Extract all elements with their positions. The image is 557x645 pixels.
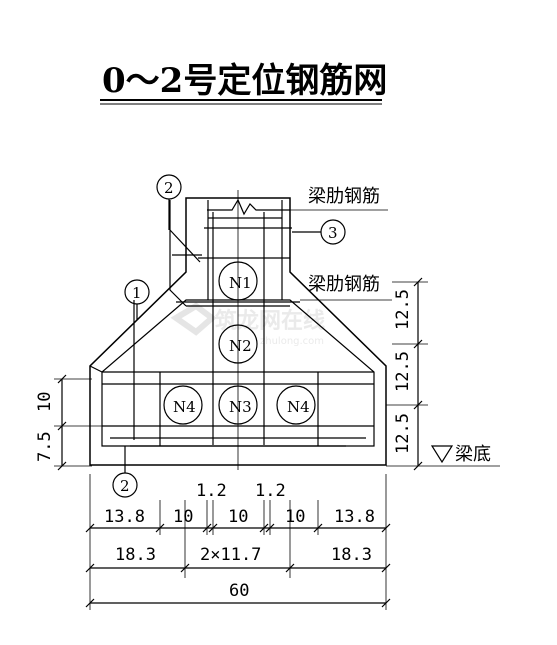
left-dim-7-5: 7.5 xyxy=(35,431,55,462)
rib-rebar-label-top: 梁肋钢筋 xyxy=(308,186,380,207)
tick xyxy=(381,523,391,533)
marker-1-label: 1 xyxy=(132,284,142,302)
tick xyxy=(313,523,323,533)
duct-n1-label: N1 xyxy=(229,274,252,292)
tick xyxy=(57,461,67,471)
tick xyxy=(413,339,423,349)
duct-n3-label: N3 xyxy=(229,398,252,416)
break-line xyxy=(207,198,290,216)
tick xyxy=(381,563,391,573)
marker-3-label: 3 xyxy=(328,224,338,242)
dim-row-1-b: 10 xyxy=(173,507,193,527)
svg-text:筑龙网在线: 筑龙网在线 xyxy=(215,308,325,334)
tick xyxy=(85,598,95,608)
dim-spacer-right: 1.2 xyxy=(255,481,286,501)
dim-row-2-c: 18.3 xyxy=(331,545,372,565)
tick xyxy=(57,374,67,384)
rebar-2-stirrup xyxy=(169,200,187,307)
marker-2-top-label: 2 xyxy=(164,179,174,197)
tick xyxy=(413,461,423,471)
right-dim-12-5-top: 12.5 xyxy=(393,289,413,330)
dim-row-2-a: 18.3 xyxy=(115,545,156,565)
tick xyxy=(155,523,165,533)
left-dim-10: 10 xyxy=(35,392,55,412)
right-dim-12-5-mid: 12.5 xyxy=(393,351,413,392)
rebar-2-diagonal xyxy=(169,229,201,263)
duct-n4-left xyxy=(163,385,203,425)
duct-n2-label: N2 xyxy=(229,337,252,355)
duct-n4-left-label: N4 xyxy=(173,398,196,416)
tick xyxy=(208,523,218,533)
tick xyxy=(202,523,212,533)
dim-row-1-a: 13.8 xyxy=(104,507,145,527)
watermark: 筑龙网在线 zhulong.com xyxy=(170,302,325,347)
duct-n4-right xyxy=(276,385,316,425)
tick xyxy=(413,277,423,287)
outer-corner-left xyxy=(89,365,103,373)
diagram-title: 0～2号定位钢筋网 xyxy=(102,61,387,101)
duct-n4-right-label: N4 xyxy=(287,398,310,416)
duct-n1 xyxy=(218,261,258,301)
tick xyxy=(381,598,391,608)
dim-row-1-d: 10 xyxy=(285,507,305,527)
tick xyxy=(259,523,269,533)
beam-bottom-label: 梁底 xyxy=(455,444,491,465)
duct-n2 xyxy=(218,324,258,364)
duct-n3 xyxy=(218,385,258,425)
dim-spacer-left: 1.2 xyxy=(196,481,227,501)
svg-text:zhulong.com: zhulong.com xyxy=(260,336,324,347)
rib-rebar-label-mid: 梁肋钢筋 xyxy=(308,274,380,295)
tick xyxy=(57,421,67,431)
dim-total: 60 xyxy=(229,581,249,601)
marker-2-bottom-label: 2 xyxy=(120,477,130,495)
tick xyxy=(85,523,95,533)
beam-bottom-symbol xyxy=(430,445,454,464)
dim-row-1-e: 13.8 xyxy=(334,507,375,527)
tick xyxy=(180,563,190,573)
tick xyxy=(413,400,423,410)
right-dim-12-5-bottom: 12.5 xyxy=(393,413,413,454)
dim-row-2-b: 2×11.7 xyxy=(200,545,261,565)
tick xyxy=(285,563,295,573)
tick xyxy=(85,563,95,573)
tick xyxy=(265,523,275,533)
dim-row-1-c: 10 xyxy=(228,507,248,527)
